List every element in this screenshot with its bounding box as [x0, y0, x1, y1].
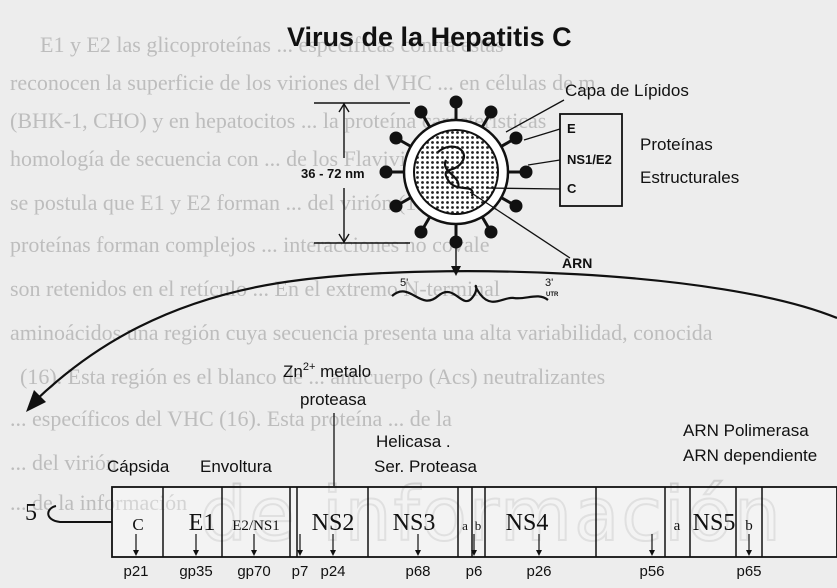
- zinc-metallo: metalo: [315, 362, 371, 381]
- background-line: ... específicos del VHC (16). Esta prote…: [10, 406, 452, 431]
- product-label: p56: [639, 563, 664, 580]
- segment-label: NS4: [506, 510, 549, 536]
- segment-label: b: [475, 518, 482, 533]
- background-line: aminoácidos una región cuya secuencia pr…: [10, 320, 713, 345]
- product-label: p24: [320, 563, 345, 580]
- envelope-label: Envoltura: [200, 457, 272, 476]
- product-label: gp70: [237, 563, 270, 580]
- segment-label: E1: [189, 510, 216, 536]
- polymerase-label: ARN Polimerasa: [683, 421, 809, 440]
- structural-label-structural: Estructurales: [640, 168, 739, 187]
- rna-utr: UTR: [546, 292, 559, 298]
- product-label: p6: [466, 563, 483, 580]
- protein-ns1e2-label: NS1/E2: [567, 152, 612, 167]
- rna-five-prime: 5': [400, 277, 408, 289]
- product-label: p26: [526, 563, 551, 580]
- product-label: p7: [292, 563, 309, 580]
- segment-label: C: [132, 515, 143, 534]
- diagram-title: Virus de la Hepatitis C: [287, 22, 572, 52]
- rna-label: ARN: [562, 255, 592, 271]
- segment-label: NS5: [693, 510, 736, 536]
- segment-label: NS3: [393, 510, 436, 536]
- background-line: son retenidos en el retículo ... En el e…: [10, 276, 500, 301]
- protein-e-label: E: [567, 121, 576, 136]
- structural-label-proteins: Proteínas: [640, 135, 713, 154]
- segment-label: b: [745, 518, 753, 534]
- zinc-protease-label: Zn2+ metalo: [283, 361, 371, 381]
- helicase-label: Helicasa .: [376, 432, 451, 451]
- genome-five-end: 5: [25, 500, 37, 526]
- background-line: reconocen la superficie de los viriones …: [10, 70, 595, 95]
- serine-protease-label: Ser. Proteasa: [374, 457, 478, 476]
- protein-c-label: C: [567, 181, 577, 196]
- product-label: p68: [405, 563, 430, 580]
- segment-label: NS2: [312, 510, 355, 536]
- rna-three-prime: 3': [545, 277, 553, 289]
- zinc-charge: 2+: [303, 361, 316, 373]
- size-label: 36 - 72 nm: [301, 166, 365, 181]
- background-line: ... del virión: [10, 450, 117, 475]
- zinc-symbol: Zn: [283, 362, 303, 381]
- segment-label: a: [674, 518, 681, 534]
- segment-label: a: [462, 518, 468, 533]
- capsid-label: Cápsida: [107, 457, 170, 476]
- product-label: p65: [736, 563, 761, 580]
- rna-dependent-label: ARN dependiente: [683, 446, 817, 465]
- product-label: gp35: [179, 563, 212, 580]
- product-label: p21: [123, 563, 148, 580]
- segment-label: E2/NS1: [232, 518, 280, 534]
- lipid-layer-label: Capa de Lípidos: [565, 81, 689, 100]
- protease-label: proteasa: [300, 390, 367, 409]
